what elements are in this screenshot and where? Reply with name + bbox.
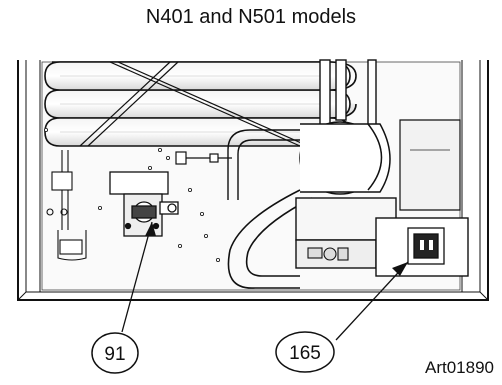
outlet-165 <box>407 227 445 265</box>
valve-bracket-91 <box>109 171 179 237</box>
arrowhead-91 <box>145 222 156 236</box>
cabinet-frame <box>17 60 489 301</box>
arrowhead-165 <box>392 262 408 276</box>
right-side-plate <box>399 119 461 211</box>
panel-rivets <box>44 127 220 262</box>
art-number: Art01890 <box>425 358 494 377</box>
leader-lines <box>121 221 409 341</box>
thermocouple-line <box>175 151 232 165</box>
coil-supports <box>79 61 309 147</box>
callout-91-label: 91 <box>104 344 125 365</box>
callout-91: 91 <box>91 332 139 374</box>
elbow-tube <box>227 129 300 200</box>
callout-165: 165 <box>275 331 335 373</box>
wire-harness <box>46 150 87 261</box>
absorber-vessel <box>299 121 391 195</box>
leader-165 <box>335 261 409 341</box>
diagram-title: N401 and N501 models <box>145 6 357 28</box>
callout-165-label: 165 <box>289 343 321 364</box>
u-tube <box>227 189 313 289</box>
leader-91 <box>121 221 153 333</box>
condenser-coil <box>44 61 357 147</box>
gas-fittings <box>307 247 349 261</box>
